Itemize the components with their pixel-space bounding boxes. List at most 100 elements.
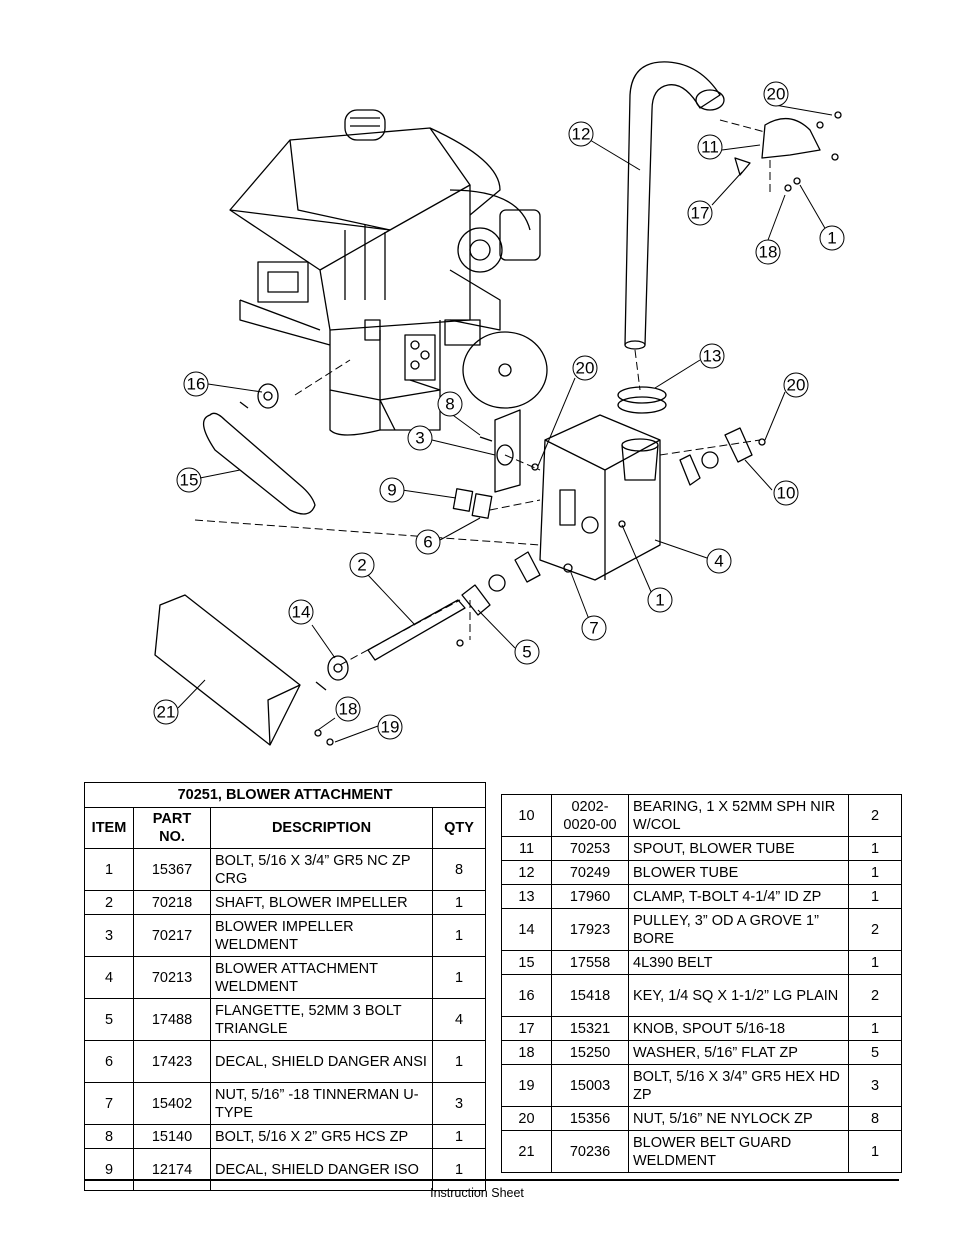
callout-19: 19 xyxy=(381,718,400,737)
callout-18: 18 xyxy=(339,700,358,719)
item-cell: 20 xyxy=(501,1106,552,1131)
description-cell: DECAL, SHIELD DANGER ISO xyxy=(210,1148,433,1191)
part-no-cell: 70253 xyxy=(551,836,629,861)
callout-12: 12 xyxy=(572,125,591,144)
qty-cell: 1 xyxy=(431,1040,487,1083)
item-cell: 5 xyxy=(84,998,134,1041)
callout-16: 16 xyxy=(187,375,206,394)
qty-cell: 1 xyxy=(431,1148,487,1191)
description-cell: KNOB, SPOUT 5/16-18 xyxy=(628,1016,849,1041)
callout-5: 5 xyxy=(522,643,531,662)
qty-cell: 2 xyxy=(848,908,902,951)
qty-cell: 2 xyxy=(848,794,902,837)
part-no-cell: 17558 xyxy=(551,950,629,975)
item-cell: 16 xyxy=(501,974,552,1017)
part-no-cell: 15402 xyxy=(133,1082,211,1125)
description-cell: BOLT, 5/16 X 2” GR5 HCS ZP xyxy=(210,1124,433,1149)
part-no-cell: 15418 xyxy=(551,974,629,1017)
spout xyxy=(761,118,821,159)
item-cell: 19 xyxy=(501,1064,552,1107)
part-no-cell: 17423 xyxy=(133,1040,211,1083)
part-no-cell: 70217 xyxy=(133,914,211,957)
header-qty: QTY xyxy=(431,807,487,849)
description-cell: 4L390 BELT xyxy=(628,950,849,975)
footer-rule xyxy=(84,1179,899,1181)
qty-cell: 5 xyxy=(848,1040,902,1065)
callout-1: 1 xyxy=(655,591,664,610)
item-cell: 18 xyxy=(501,1040,552,1065)
header-description: DESCRIPTION xyxy=(210,807,433,849)
v-belt xyxy=(203,412,316,515)
part-no-cell: 15140 xyxy=(133,1124,211,1149)
blower-housing xyxy=(539,414,661,581)
item-cell: 14 xyxy=(501,908,552,951)
table-title: 70251, BLOWER ATTACHMENT xyxy=(83,782,487,808)
part-no-cell: 17488 xyxy=(133,998,211,1041)
impeller-shaft xyxy=(367,599,466,661)
callout-20: 20 xyxy=(576,359,595,378)
part-no-cell: 15250 xyxy=(551,1040,629,1065)
header-item: ITEM xyxy=(84,807,134,849)
description-cell: CLAMP, T-BOLT 4-1/4” ID ZP xyxy=(628,884,849,909)
callout-11: 11 xyxy=(701,138,719,157)
callout-8: 8 xyxy=(445,395,454,414)
callout-20: 20 xyxy=(767,85,786,104)
item-cell: 12 xyxy=(501,860,552,885)
belt-guard xyxy=(154,594,301,746)
description-cell: KEY, 1/4 SQ X 1-1/2” LG PLAIN xyxy=(628,974,849,1017)
part-no-cell: 15367 xyxy=(133,848,211,891)
qty-cell: 4 xyxy=(431,998,487,1041)
qty-cell: 2 xyxy=(848,974,902,1017)
callout-14: 14 xyxy=(292,603,311,622)
item-cell: 15 xyxy=(501,950,552,975)
qty-cell: 3 xyxy=(848,1064,902,1107)
callout-15: 15 xyxy=(180,471,199,490)
callout-6: 6 xyxy=(423,533,432,552)
item-cell: 10 xyxy=(501,794,552,837)
item-cell: 1 xyxy=(84,848,134,891)
part-no-cell: 0202-0020-00 xyxy=(551,794,629,837)
qty-cell: 1 xyxy=(848,884,902,909)
part-no-cell: 70249 xyxy=(551,860,629,885)
part-no-cell: 70213 xyxy=(133,956,211,999)
exploded-parts-diagram: 20 12 11 17 1 18 16 13 20 20 8 3 10 9 6 … xyxy=(153,61,845,746)
pulley-upper xyxy=(257,383,279,409)
qty-cell: 1 xyxy=(431,1124,487,1149)
description-cell: PULLEY, 3” OD A GROVE 1” BORE xyxy=(628,908,849,951)
callout-7: 7 xyxy=(589,619,598,638)
qty-cell: 1 xyxy=(848,836,902,861)
qty-cell: 1 xyxy=(431,914,487,957)
part-no-cell: 15003 xyxy=(551,1064,629,1107)
part-no-cell: 17923 xyxy=(551,908,629,951)
description-cell: BLOWER BELT GUARD WELDMENT xyxy=(628,1130,849,1173)
qty-cell: 1 xyxy=(848,950,902,975)
part-no-cell: 17960 xyxy=(551,884,629,909)
item-cell: 17 xyxy=(501,1016,552,1041)
item-cell: 7 xyxy=(84,1082,134,1125)
callout-10: 10 xyxy=(777,484,796,503)
part-no-cell: 70236 xyxy=(551,1130,629,1173)
description-cell: BLOWER IMPELLER WELDMENT xyxy=(210,914,433,957)
pulley-lower xyxy=(327,655,349,681)
description-cell: DECAL, SHIELD DANGER ANSI xyxy=(210,1040,433,1083)
blower-impeller xyxy=(494,409,521,493)
qty-cell: 3 xyxy=(431,1082,487,1125)
description-cell: SHAFT, BLOWER IMPELLER xyxy=(210,890,433,915)
